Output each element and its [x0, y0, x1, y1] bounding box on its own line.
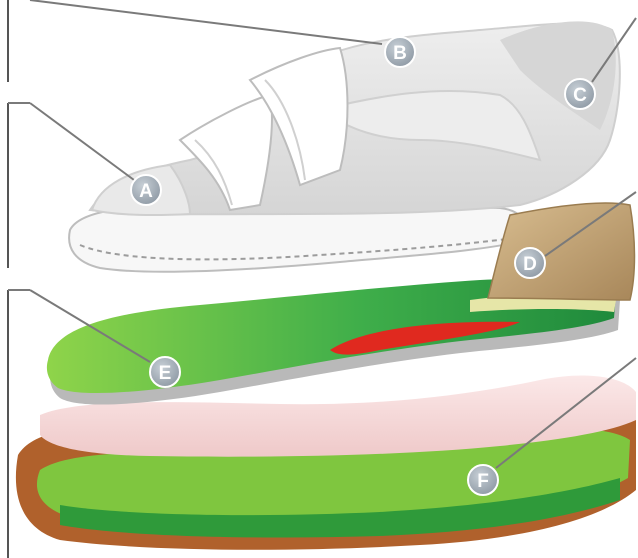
callout-F: F [468, 465, 498, 495]
callout-C: C [565, 79, 595, 109]
callout-label-E: E [159, 363, 172, 384]
callout-E: E [150, 357, 180, 387]
callout-label-F: F [477, 471, 489, 492]
heel-counter [488, 203, 635, 300]
callout-label-A: A [139, 181, 153, 202]
callout-label-B: B [393, 43, 407, 64]
callout-label-D: D [523, 254, 537, 275]
callout-D: D [515, 248, 545, 278]
callout-label-C: C [573, 85, 587, 106]
callout-A: A [131, 175, 161, 205]
callout-B: B [385, 37, 415, 67]
